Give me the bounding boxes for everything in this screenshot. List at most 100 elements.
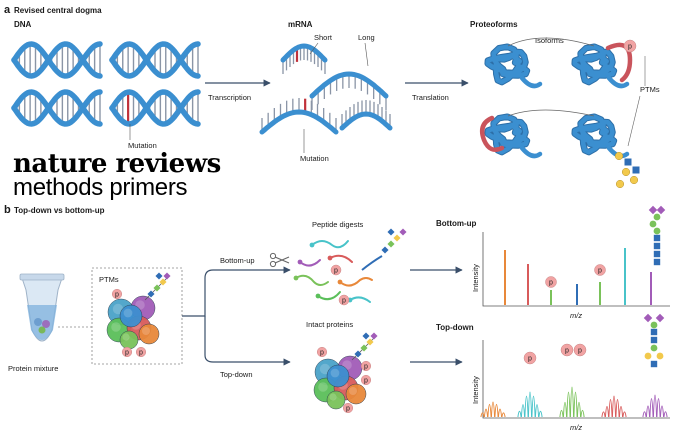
dna-strand [109,89,201,127]
peptide [329,254,353,263]
proteoform [480,113,543,159]
protein-subunit [345,383,367,405]
bottom-up-peaks: pp [504,205,666,305]
protein-subunit [119,304,143,328]
p-badge-text: p [578,348,582,355]
ptms-leader [627,95,641,147]
peptide [339,277,373,287]
mrna-long-label: Long [358,33,375,42]
zoom-ptms-label: PTMs [99,275,119,284]
peptide [299,259,321,267]
glycan-circle [615,179,625,189]
glycan-unit [366,338,374,346]
top-down-peak [531,395,536,418]
dna-strand [109,41,201,79]
long-leader [364,42,369,67]
top-down-peak [566,391,571,418]
top-down-peak [645,405,651,418]
isoforms-label: Isoforms [535,36,564,45]
glycan-circle [653,213,661,221]
glycan-square [653,234,661,242]
isoforms-bracket [507,37,595,47]
proteoform-tail [606,75,630,89]
top-down-peak [494,403,499,418]
bottom-up-title: Bottom-up [436,219,477,228]
p-badge-text: p [364,378,368,385]
isoforms-bracket-lower [507,109,595,117]
top-down-peak [618,405,624,418]
glycan-unit [360,344,368,352]
glycan-unit [387,228,395,236]
proteoform-tail [519,145,543,159]
protein-subunit-highlight [319,363,331,375]
p-badge-text: p [125,350,129,357]
top-down-peak [611,395,617,418]
top-down-peak [524,395,529,418]
protein-subunit-highlight [123,308,133,318]
proteoforms-heading: Proteoforms [470,20,518,29]
translation-label: Translation [412,93,449,102]
glycan-unit [147,290,155,298]
glycan-circle [621,167,631,177]
dna-helix [109,89,201,127]
intact-proteins-label: Intact proteins [306,320,353,329]
glycan-unit [370,332,378,340]
top-down-peak [649,398,654,418]
dna-helices [11,41,201,127]
dna-strand [11,41,103,79]
dna-heading: DNA [14,20,32,29]
p-badge-circle [360,360,372,372]
p-badge: p [560,343,574,357]
protein-subunit-highlight [329,393,337,401]
p-badge-circle [360,374,372,386]
p-badge-text: p [549,280,553,287]
mrna-heading: mRNA [288,20,313,29]
dna-strand [11,41,103,79]
top-down-peak [569,386,575,418]
top-down-peak [576,401,582,418]
top-down-peak [534,404,540,418]
p-badge-text: p [628,44,632,51]
mrna-short-label: Short [314,33,333,42]
peptide-end [327,255,333,261]
dna-helix [11,41,103,79]
top-down-peak [527,391,533,418]
glycan-square [653,258,661,266]
dna-strand [109,41,201,79]
peptide-end [297,259,303,265]
bottom-up-axes [482,232,670,307]
p-badge: p [523,351,537,365]
top-down-peak [497,408,503,418]
top-down-label: Top-down [220,370,253,379]
top-down-peak [480,412,485,418]
glycan-diamond [655,313,665,323]
glycan-circle [650,344,658,352]
top-down-arrow [204,316,291,366]
peptide-end [309,242,315,248]
mrna-strand [339,100,393,131]
glycan-unit [163,272,171,280]
dna-mutation-label: Mutation [128,141,157,150]
p-badge-circle [111,288,123,300]
p-badge: p [594,264,606,276]
proteoform-blobs: p [480,37,646,189]
glycan-diamond [643,313,653,323]
p-badge-circle [330,264,342,276]
p-badge-text: p [342,298,346,305]
glycan-diamond [648,205,658,215]
proteoform [571,42,633,89]
glycan-unit [354,350,362,358]
glycan-unit [381,246,389,254]
p-badge-text: p [320,350,324,357]
glycan-unit [399,228,407,236]
glycan-square [653,242,661,250]
glycopeptide-chain [361,255,383,271]
top-down-peak [580,409,585,418]
dna-strand [11,89,103,127]
p-badge-circle [623,39,637,53]
p-badge-circle [121,346,133,358]
